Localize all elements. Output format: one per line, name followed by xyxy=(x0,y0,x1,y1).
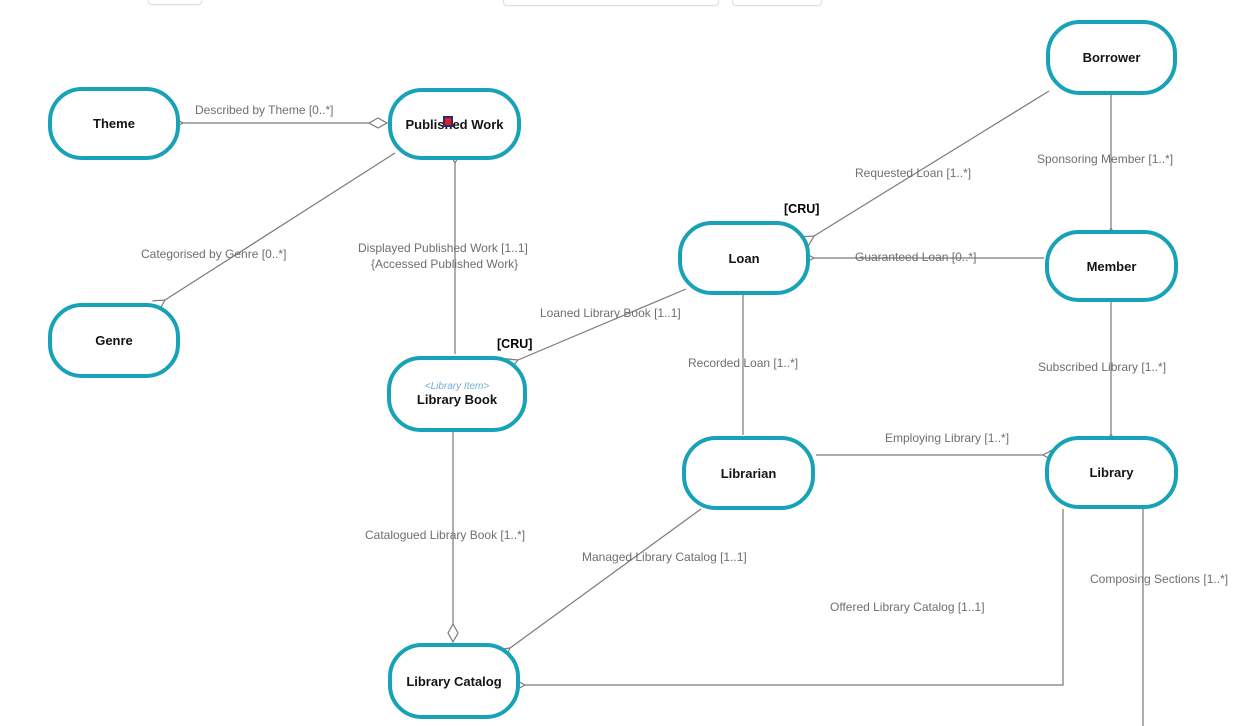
edge-label-recorded-loan[interactable]: Recorded Loan [1..*] xyxy=(688,356,799,370)
node-borrower[interactable]: Borrower xyxy=(1046,20,1177,95)
toolbar-fragment-button[interactable] xyxy=(148,0,202,5)
edge-label-loaned-library-book[interactable]: Loaned Library Book [1..1] xyxy=(540,306,681,320)
edge-label-composing-sections[interactable]: Composing Sections [1..*] xyxy=(1090,572,1229,586)
node-library-catalog-label: Library Catalog xyxy=(406,673,502,689)
node-library-book-label: Library Book xyxy=(416,392,498,407)
node-theme-label: Theme xyxy=(93,116,135,131)
node-published-work-label: Published Work xyxy=(405,116,504,132)
node-loan[interactable]: Loan xyxy=(678,221,810,295)
edge-label-catalogued-library-book[interactable]: Catalogued Library Book [1..*] xyxy=(365,528,526,542)
edge-label-managed-library-catalog[interactable]: Managed Library Catalog [1..1] xyxy=(582,550,747,564)
node-library-book[interactable]: <Library Item> Library Book xyxy=(387,356,527,432)
node-theme[interactable]: Theme xyxy=(48,87,180,160)
node-member[interactable]: Member xyxy=(1045,230,1178,302)
edge-label-requested-loan[interactable]: Requested Loan [1..*] xyxy=(855,166,972,180)
node-member-label: Member xyxy=(1086,258,1137,274)
node-library-catalog[interactable]: Library Catalog xyxy=(388,643,520,719)
node-loan-label: Loan xyxy=(728,250,760,266)
edge-label-accessed-published-work[interactable]: {Accessed Published Work} xyxy=(371,257,519,271)
edge-label-sponsoring-member[interactable]: Sponsoring Member [1..*] xyxy=(1037,152,1174,166)
edge-requested-loan[interactable] xyxy=(801,90,1050,248)
edge-managed-library-catalog[interactable] xyxy=(497,508,702,660)
node-librarian[interactable]: Librarian xyxy=(682,436,815,510)
edge-label-employing-library[interactable]: Employing Library [1..*] xyxy=(885,431,1010,445)
node-genre-label: Genre xyxy=(95,333,133,348)
node-borrower-label: Borrower xyxy=(1082,50,1141,65)
crud-badge-loan: [CRU] xyxy=(784,202,820,216)
crud-badge-library-book: [CRU] xyxy=(497,337,533,351)
edge-label-offered-library-catalog[interactable]: Offered Library Catalog [1..1] xyxy=(830,600,985,614)
toolbar-fragment-input[interactable] xyxy=(503,0,719,6)
edit-cursor-marker xyxy=(443,116,453,127)
edge-label-displayed-published-work[interactable]: Displayed Published Work [1..1] xyxy=(358,241,528,255)
node-genre[interactable]: Genre xyxy=(48,303,180,378)
edge-categorised-by-genre[interactable] xyxy=(152,152,396,312)
edge-loaned-library-book[interactable] xyxy=(505,288,687,371)
node-library-book-stereotype: <Library Item> xyxy=(424,381,490,392)
edge-label-described-by-theme[interactable]: Described by Theme [0..*] xyxy=(195,103,334,117)
edge-label-guaranteed-loan[interactable]: Guaranteed Loan [0..*] xyxy=(855,250,977,264)
node-published-work[interactable]: Published Work xyxy=(388,88,521,160)
edge-label-subscribed-library[interactable]: Subscribed Library [1..*] xyxy=(1038,360,1167,374)
edge-label-categorised-by-genre[interactable]: Categorised by Genre [0..*] xyxy=(141,247,287,261)
edge-offered-library-catalog[interactable] xyxy=(513,509,1064,692)
toolbar-fragment-button2[interactable] xyxy=(732,0,822,6)
node-librarian-label: Librarian xyxy=(720,465,777,481)
node-library-label: Library xyxy=(1089,465,1134,480)
node-library[interactable]: Library xyxy=(1045,436,1178,509)
